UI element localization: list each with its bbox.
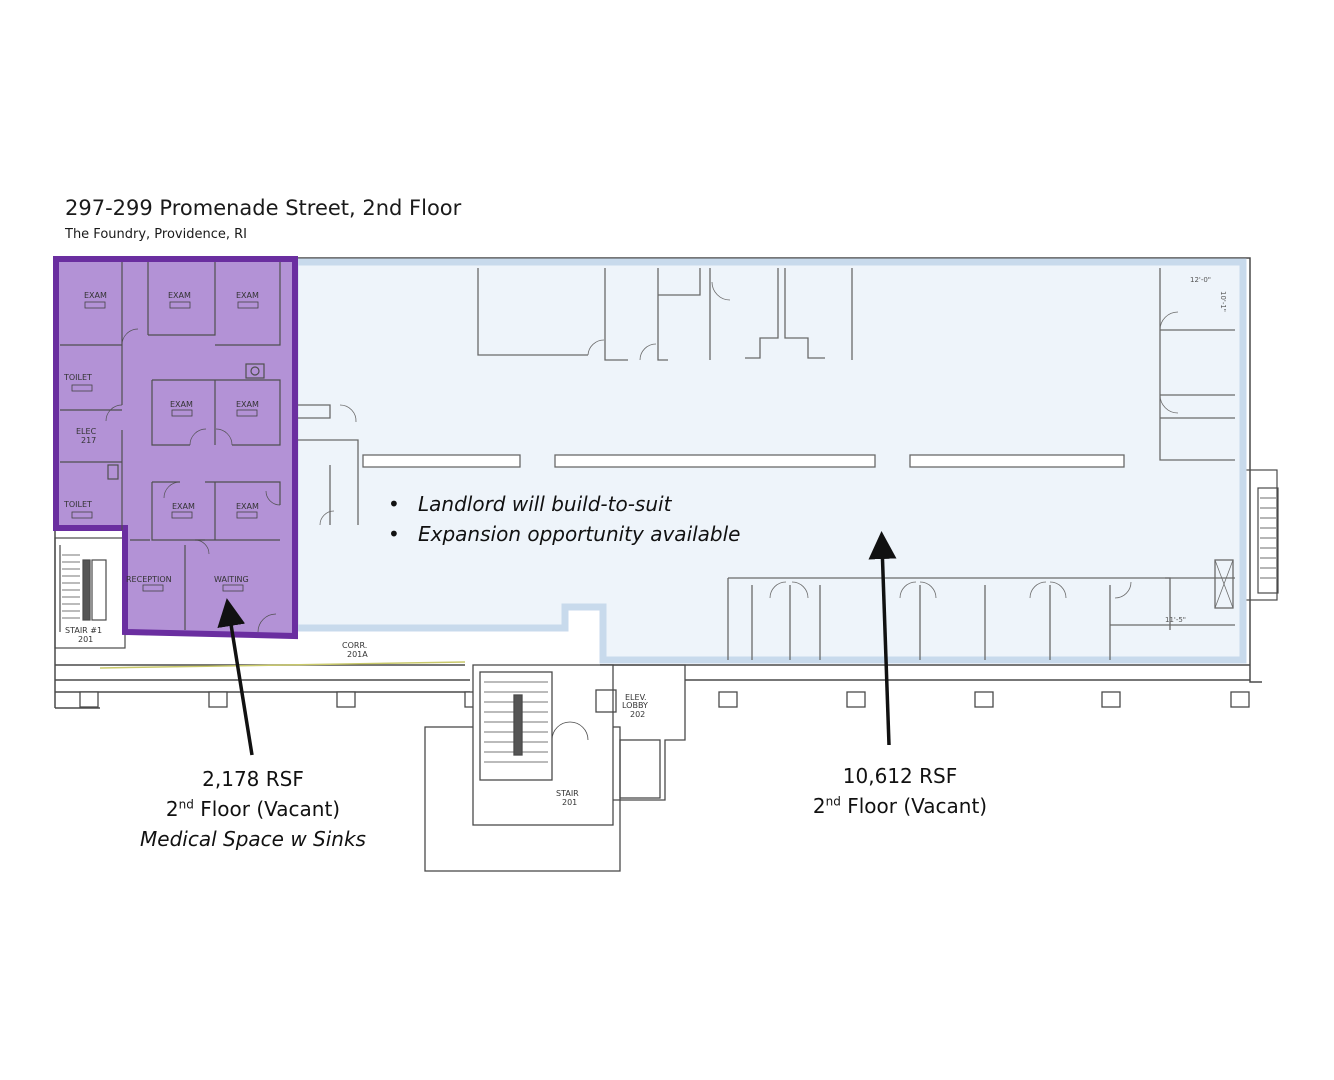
expansion-space-leader-arrow [868, 531, 897, 746]
room-label-toilet: TOILET [63, 500, 92, 509]
room-label-waiting: WAITING [214, 575, 249, 584]
room-number-stair-left: 201 [78, 635, 93, 644]
core-block [424, 664, 686, 872]
page-subtitle: The Foundry, Providence, RI [65, 227, 248, 242]
room-label-exam: EXAM [236, 400, 259, 409]
room-number-corridor: 201A [347, 650, 368, 659]
room-label-corridor: CORR. [342, 641, 367, 650]
corridor-glazing [99, 661, 466, 669]
medical-suite-area: 2,178 RSF [202, 767, 304, 791]
room-label-exam: EXAM [172, 502, 195, 511]
room-label-elec: ELEC [76, 427, 97, 436]
medical-room-labels: EXAM EXAM EXAM TOILET EXAM EXAM ELEC 217… [63, 291, 648, 807]
dimension-label: 12'-0" [1190, 276, 1211, 284]
room-label-elev-lobby: LOBBY [622, 701, 648, 710]
page-title: 297-299 Promenade Street, 2nd Floor [65, 196, 462, 220]
medical-suite-use: Medical Space w Sinks [140, 827, 366, 851]
room-label-exam: EXAM [84, 291, 107, 300]
room-label-stair-bottom: STAIR [556, 789, 579, 798]
medical-suite-floor: 2nd Floor (Vacant) [165, 797, 341, 821]
expansion-interior-walls [298, 268, 1235, 660]
bullet-item: Expansion opportunity available [388, 519, 741, 549]
feature-bullets: Landlord will build-to-suit Expansion op… [388, 489, 741, 549]
room-number-elev-lobby: 202 [630, 710, 645, 719]
room-label-exam: EXAM [236, 502, 259, 511]
exterior-piers [718, 691, 1250, 708]
room-label-stair-left: STAIR #1 [65, 626, 102, 635]
expansion-space-floor: 2nd Floor (Vacant) [812, 794, 988, 818]
dimension-label: 10'-1" [1219, 291, 1227, 312]
medical-suite-walls [60, 262, 281, 633]
medical-suite-callout: 2,178 RSF 2nd Floor (Vacant) Medical Spa… [108, 764, 398, 854]
room-label-exam: EXAM [236, 291, 259, 300]
room-label-toilet: TOILET [63, 373, 92, 382]
expansion-space-area: 10,612 RSF [842, 764, 958, 788]
room-number-elec: 217 [81, 436, 96, 445]
medical-room-tags [71, 301, 259, 592]
expansion-dimension-labels: 12'-0" 10'-1" 11'-5" [1165, 276, 1227, 624]
dimension-label: 11'-5" [1165, 616, 1186, 624]
room-label-elev-lobby: ELEV. [625, 693, 647, 702]
room-number-stair-bottom: 201 [562, 798, 577, 807]
corridor-columns [79, 691, 484, 708]
medical-suite-zone [53, 256, 298, 640]
bullet-item: Landlord will build-to-suit [388, 489, 741, 519]
room-label-exam: EXAM [168, 291, 191, 300]
room-label-exam: EXAM [170, 400, 193, 409]
medical-suite-leader-arrow [217, 598, 254, 756]
room-label-reception: RECEPTION [126, 575, 172, 584]
expansion-space-callout: 10,612 RSF 2nd Floor (Vacant) [770, 761, 1030, 821]
